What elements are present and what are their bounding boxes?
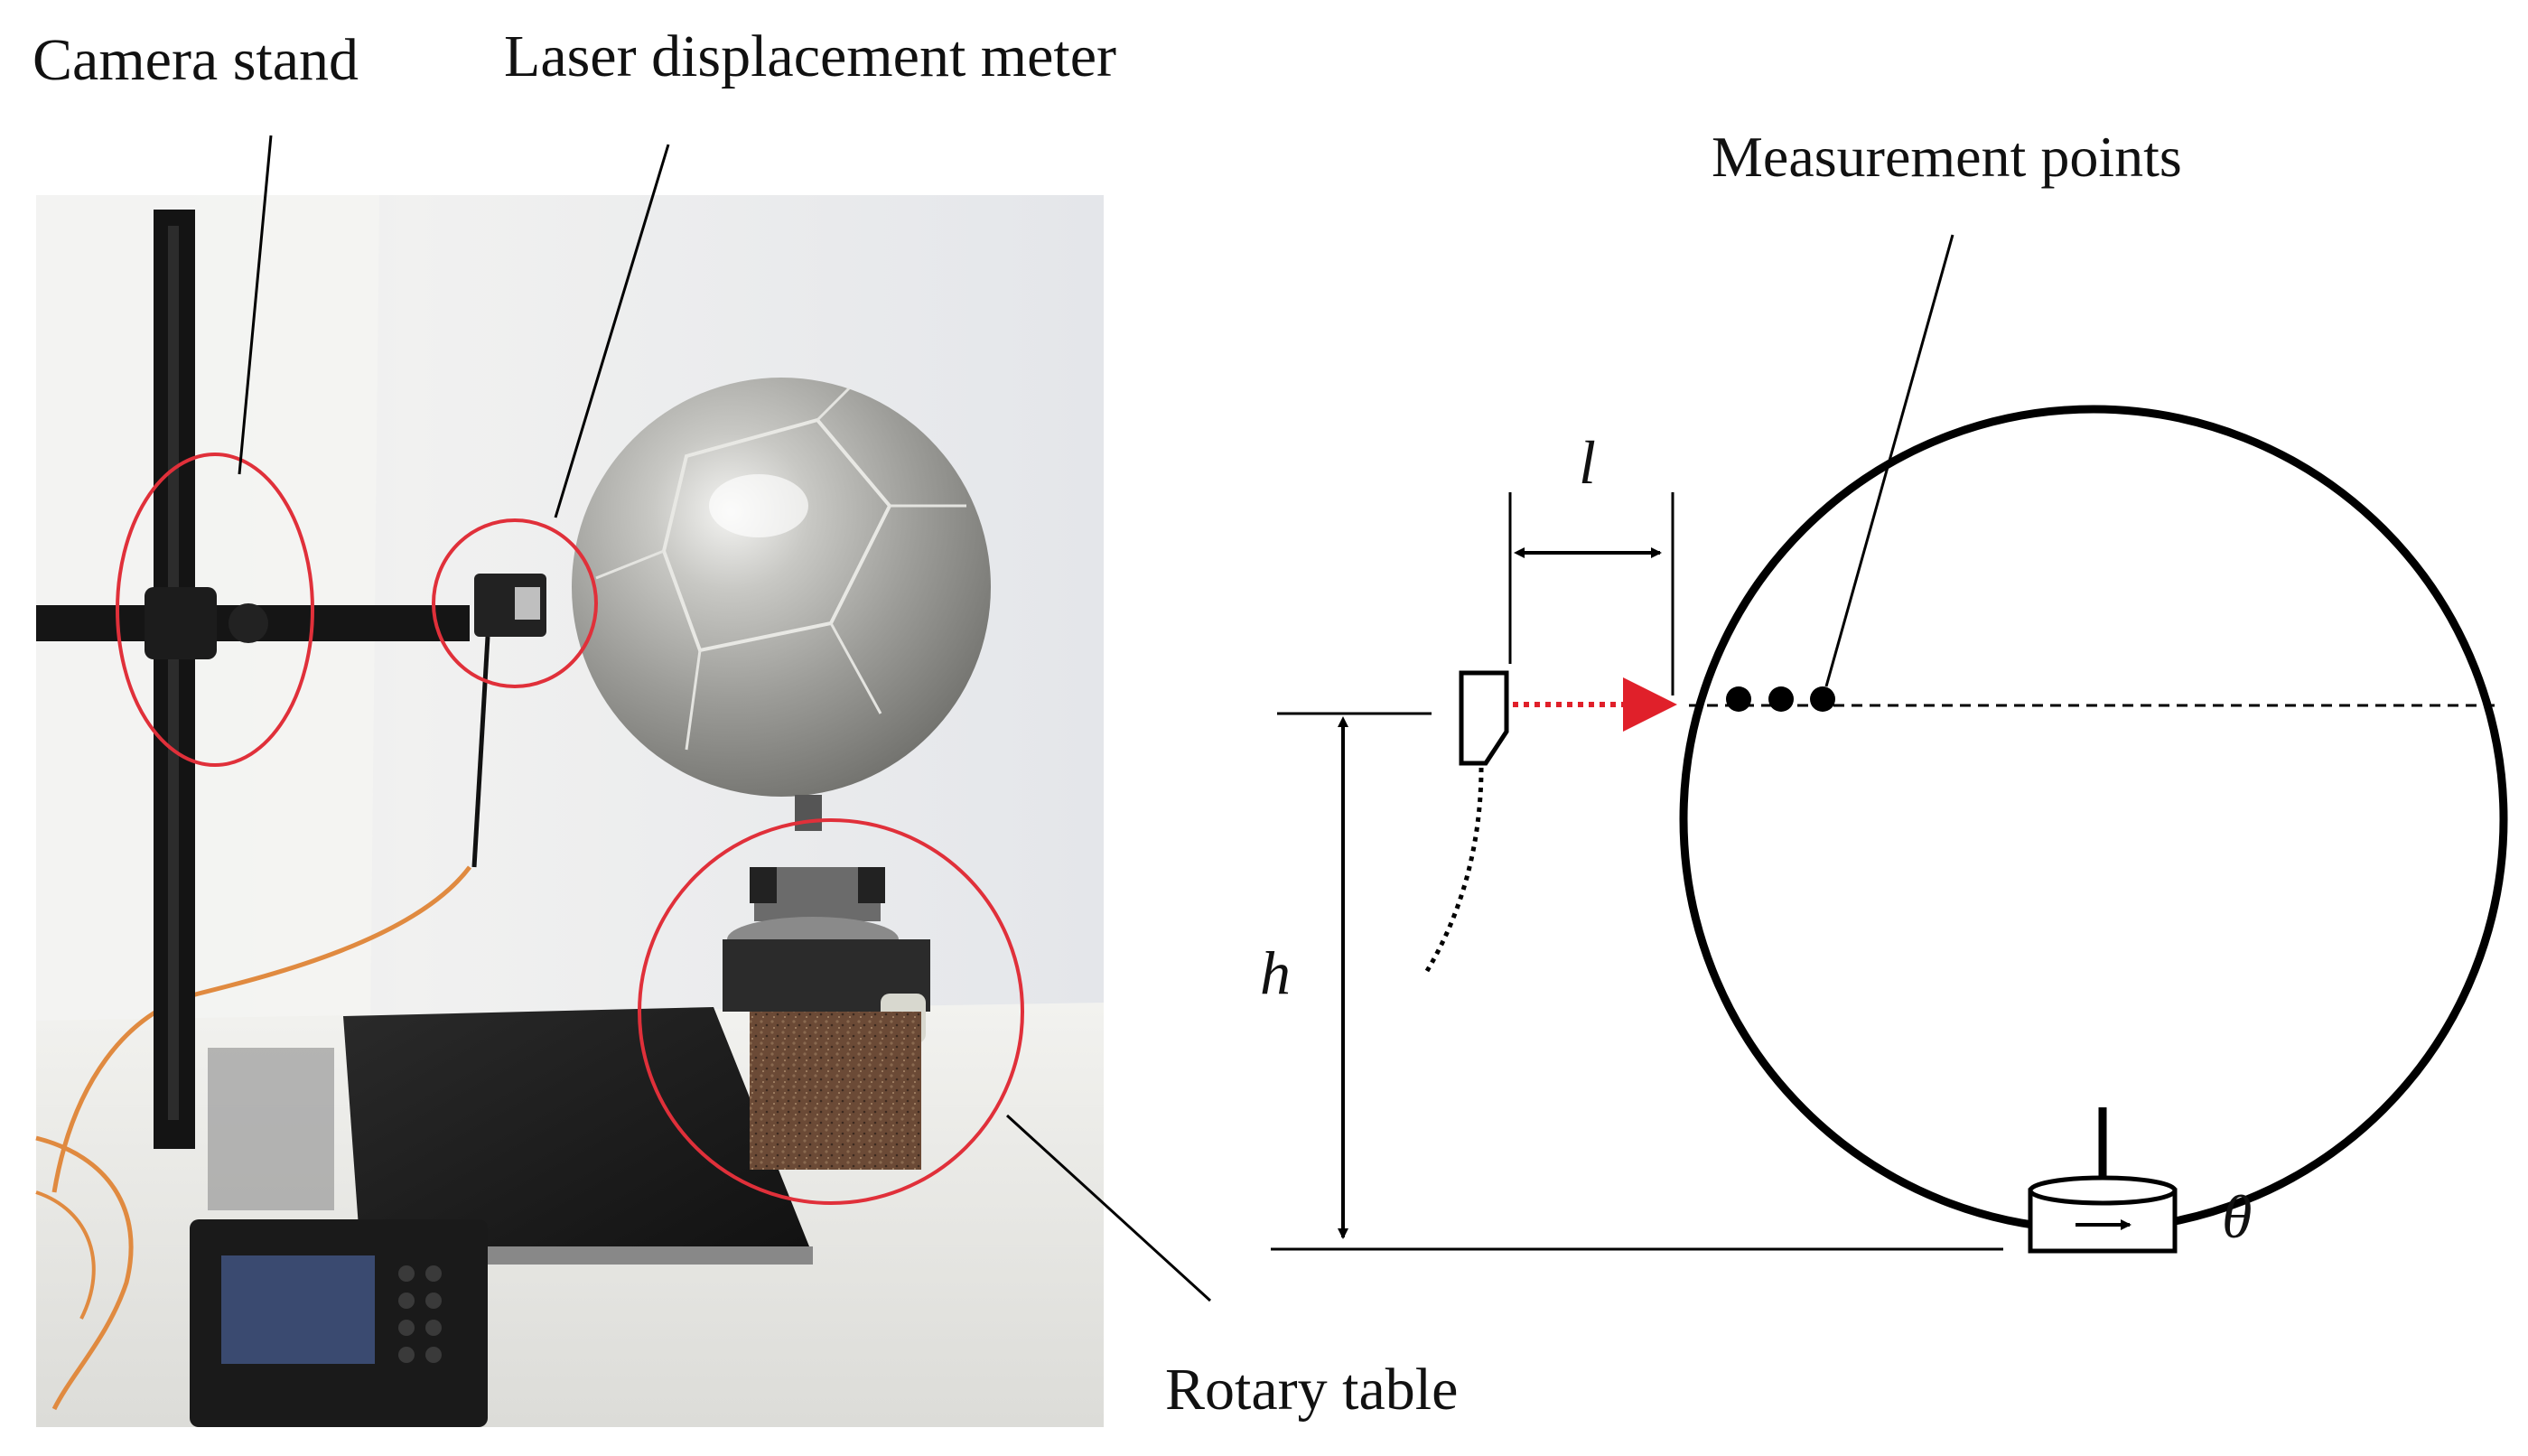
label-theta: θ [2222,1182,2252,1251]
orange-cable [51,865,471,1193]
stand-pole-slot [168,226,179,1120]
photo-panel [35,195,1104,1427]
label-l: l [1579,428,1596,497]
measurement-point [1810,686,1835,712]
orange-cable-3 [35,1190,96,1320]
sphere-highlight [709,474,808,537]
rotary-jaw-2 [858,867,885,903]
label-rotary-table: Rotary table [1165,1357,1458,1423]
highlight-rotary-table [638,818,1024,1205]
leader-rotary-table [1005,1114,1212,1302]
sensor-cable [1424,767,1484,973]
rotary-stage-top [2028,1175,2178,1206]
leader-camera-stand [238,135,273,475]
leader-laser-meter [554,144,670,518]
rotary-jaw [750,867,777,903]
logger-keypad [398,1265,442,1363]
measurement-point [1726,686,1751,712]
granite-block [750,1012,921,1170]
laser-window [515,587,540,620]
stand-base-rail [208,1048,334,1210]
laser-sensor-icon [1459,670,1509,766]
stand-clamp [145,587,217,659]
measurement-point [1768,686,1794,712]
clamp-knob [229,603,268,643]
label-camera-stand: Camera stand [33,27,359,93]
label-laser-meter: Laser displacement meter [504,23,1116,89]
laser-cable [471,636,490,868]
sphere-outline [1679,405,2508,1234]
logger-screen [221,1255,375,1364]
label-h: h [1260,938,1291,1007]
metal-sphere [572,378,991,797]
highlight-laser-meter [432,518,598,688]
black-board [343,1007,813,1265]
orange-cable-2 [35,1135,134,1411]
label-measurement-points: Measurement points [1712,125,2182,189]
highlight-camera-stand [116,453,314,767]
rotary-shaft [795,795,822,831]
leader-measurement-points [1824,234,1954,687]
schematic-panel: Measurement points l h θ [1260,125,2508,1254]
sphere-seam-lines [595,387,966,751]
